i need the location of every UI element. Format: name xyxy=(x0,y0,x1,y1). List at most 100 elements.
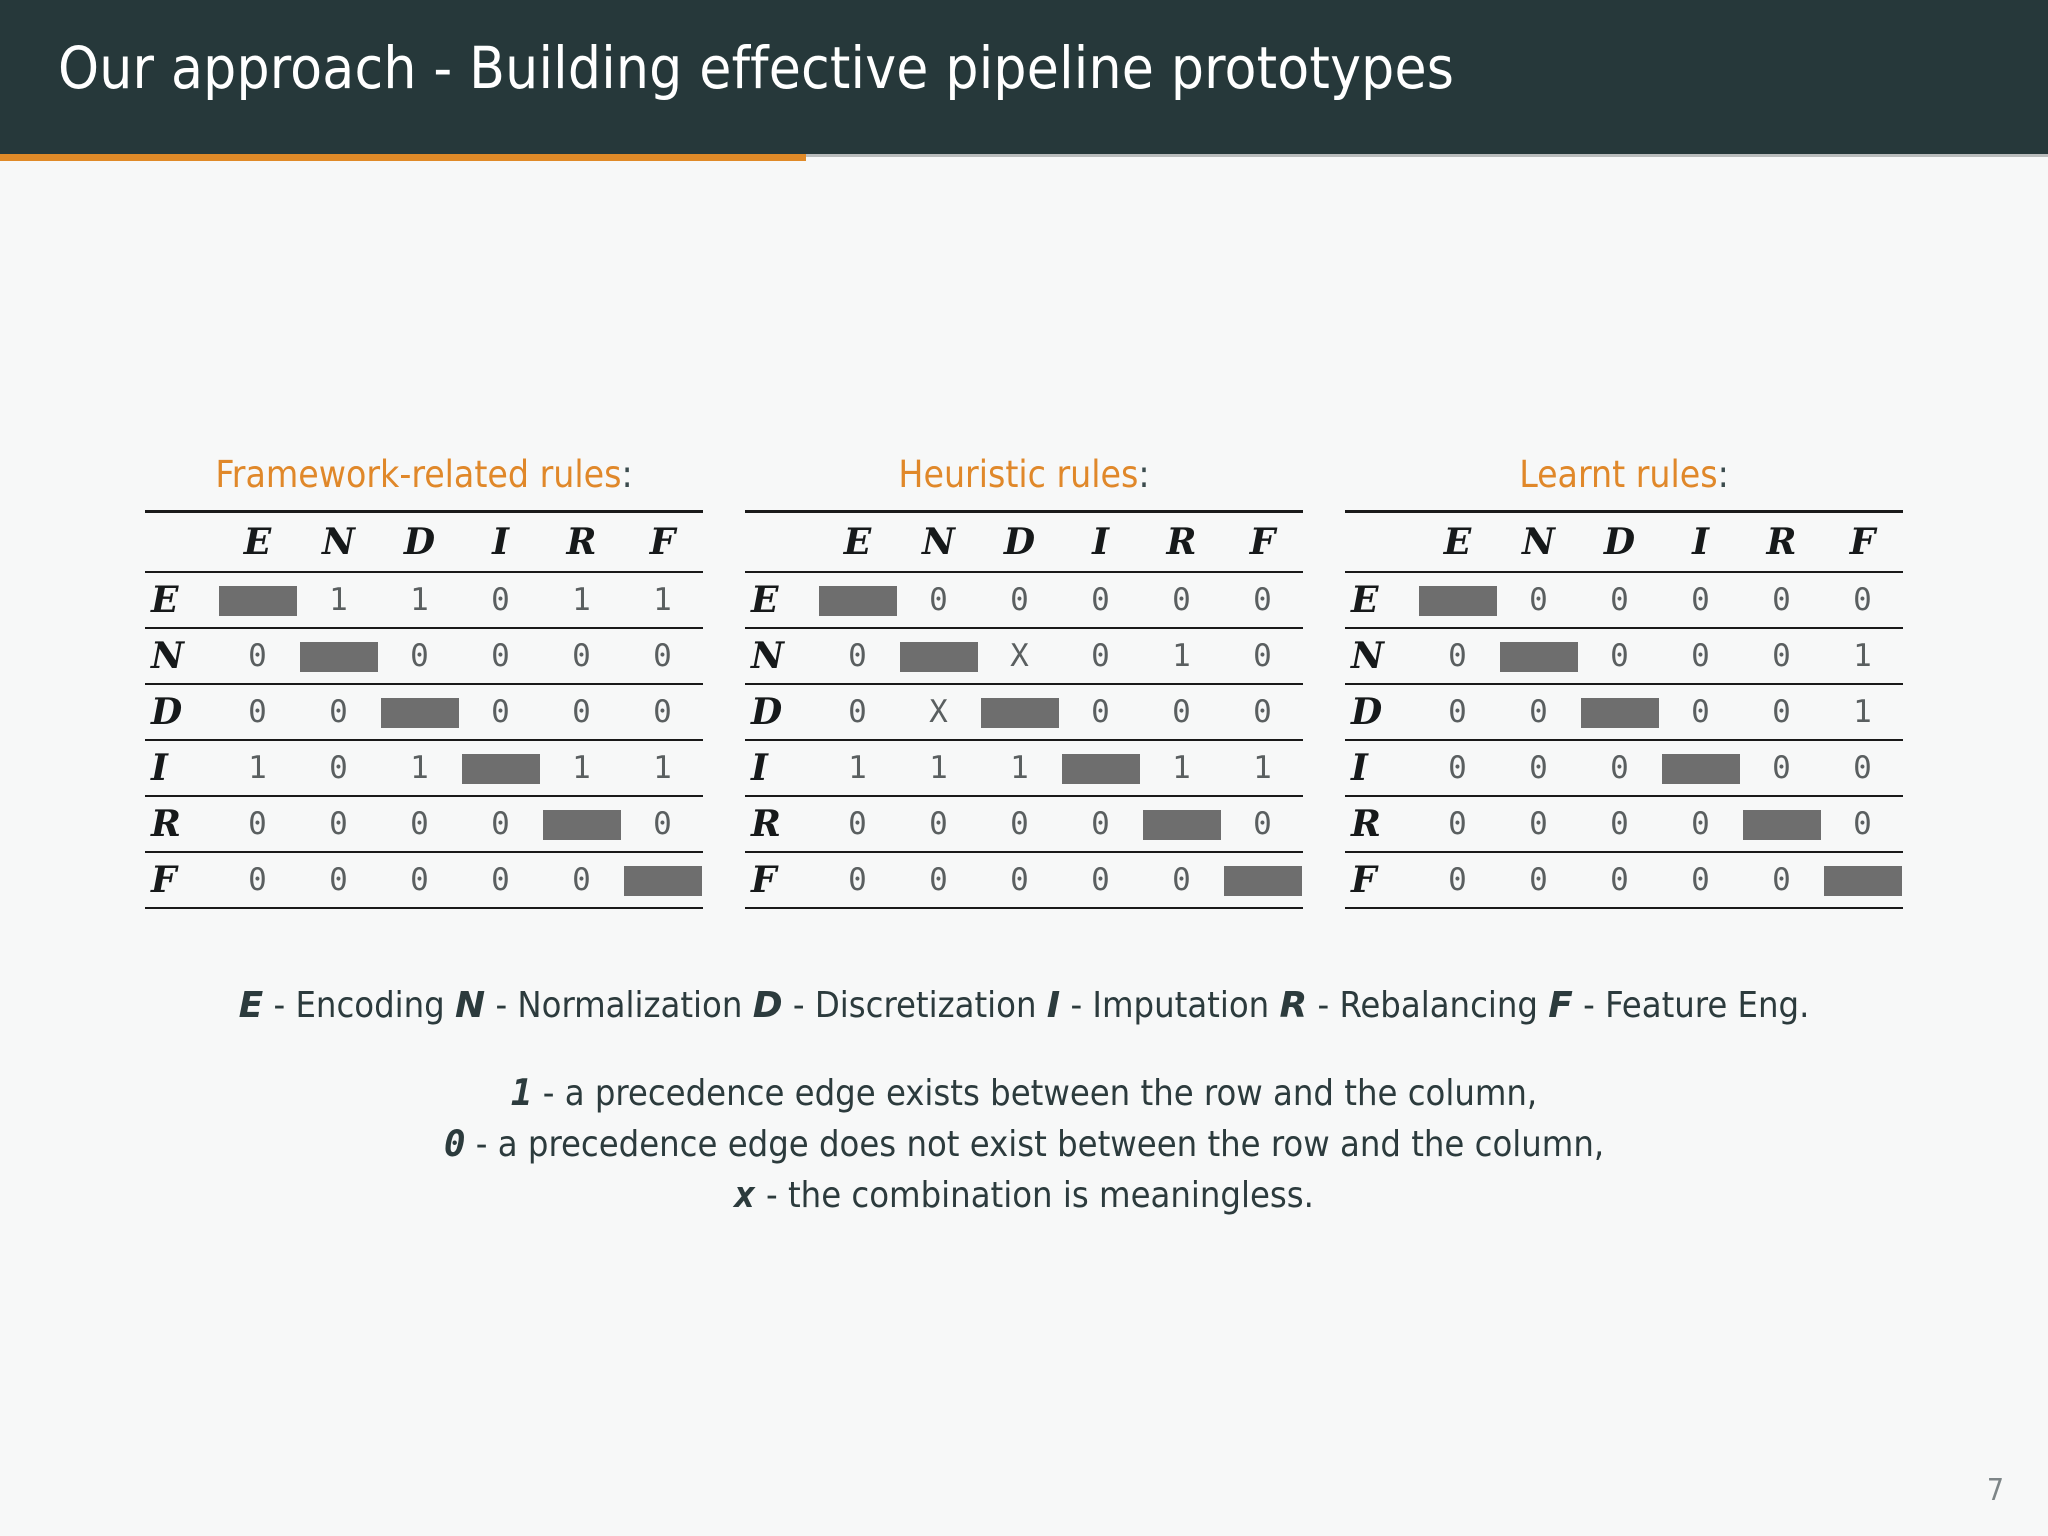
rule-table-caption-text: Framework-related rules xyxy=(215,453,622,496)
legend-abbrev-text: - Rebalancing xyxy=(1307,985,1549,1026)
matrix-row-header: F xyxy=(1345,851,1417,909)
matrix-cell: 0 xyxy=(379,851,460,909)
gray-block-icon xyxy=(379,694,460,730)
rule-table-caption: Heuristic rules: xyxy=(745,453,1303,496)
matrix-cell: 0 xyxy=(1579,795,1660,853)
matrix-row-header: N xyxy=(145,627,217,685)
matrix-diagonal-block xyxy=(1141,795,1222,853)
legend-line-symbol: x xyxy=(734,1175,756,1217)
matrix-column-header: R xyxy=(1741,509,1822,573)
legend-abbrev-symbol: R xyxy=(1279,985,1308,1026)
matrix-column-header: D xyxy=(1579,509,1660,573)
legend-abbrev-text: - Normalization xyxy=(485,985,753,1026)
matrix-cell: 0 xyxy=(298,683,379,741)
matrix-cell: 1 xyxy=(898,739,979,797)
matrix-column-header: N xyxy=(1498,509,1579,573)
rule-table-caption: Learnt rules: xyxy=(1345,453,1903,496)
matrix-cell: 0 xyxy=(379,627,460,685)
matrix-row-header: N xyxy=(745,627,817,685)
legend-line-symbol: 0 xyxy=(443,1124,466,1166)
matrix-diagonal-block xyxy=(817,571,898,629)
legend-abbrev-symbol: D xyxy=(752,985,783,1026)
matrix-row-header: D xyxy=(145,683,217,741)
matrix-column-header: F xyxy=(1222,509,1303,573)
matrix-cell: 0 xyxy=(460,571,541,629)
matrix-diagonal-block xyxy=(379,683,460,741)
rule-table-caption-colon: : xyxy=(1717,453,1729,496)
matrix-row-header: E xyxy=(1345,571,1417,629)
matrix-cell: 1 xyxy=(298,571,379,629)
matrix-cell: 0 xyxy=(1498,795,1579,853)
matrix-cell: 1 xyxy=(817,739,898,797)
matrix-cell: 0 xyxy=(1741,571,1822,629)
matrix-cell: 0 xyxy=(1822,571,1903,629)
matrix-diagonal-block xyxy=(898,627,979,685)
gray-block-icon xyxy=(298,638,379,674)
matrix-row-header: R xyxy=(745,795,817,853)
legend-abbrev-symbol: N xyxy=(455,985,486,1026)
matrix-cell: 0 xyxy=(1417,739,1498,797)
matrix-row-header: E xyxy=(745,571,817,629)
matrix-cell: 0 xyxy=(1417,683,1498,741)
matrix-cell: 0 xyxy=(1660,851,1741,909)
matrix-column-header: F xyxy=(1822,509,1903,573)
matrix-row-header: R xyxy=(1345,795,1417,853)
matrix-cell: 0 xyxy=(1498,571,1579,629)
matrix-cell: 0 xyxy=(298,851,379,909)
matrix-row-header: D xyxy=(1345,683,1417,741)
matrix-cell: 0 xyxy=(1498,851,1579,909)
matrix-cell: 0 xyxy=(1417,627,1498,685)
matrix-row-header: F xyxy=(745,851,817,909)
header-accent-bar xyxy=(0,154,806,161)
matrix-diagonal-block xyxy=(1579,683,1660,741)
matrix-column-header: I xyxy=(460,509,541,573)
matrix-column-header: R xyxy=(541,509,622,573)
matrix-diagonal-block xyxy=(298,627,379,685)
matrix-cell: 0 xyxy=(1660,795,1741,853)
matrix-cell: 0 xyxy=(1222,683,1303,741)
matrix-cell: 1 xyxy=(379,739,460,797)
matrix-cell: 0 xyxy=(898,795,979,853)
matrix-row-header: F xyxy=(145,851,217,909)
matrix-cell: 0 xyxy=(541,627,622,685)
rule-table-caption: Framework-related rules: xyxy=(145,453,703,496)
matrix-column-header: F xyxy=(622,509,703,573)
matrix-cell: 0 xyxy=(298,795,379,853)
matrix-column-header: N xyxy=(298,509,379,573)
matrix-cell: 0 xyxy=(1579,739,1660,797)
legend-line: 0 - a precedence edge does not exist bet… xyxy=(0,1119,2048,1170)
matrix-corner-cell xyxy=(1345,509,1417,573)
legend-abbrev-symbol: F xyxy=(1548,985,1573,1026)
matrix-cell: 0 xyxy=(1660,571,1741,629)
legend-line: x - the combination is meaningless. xyxy=(0,1170,2048,1221)
gray-block-icon xyxy=(1141,806,1222,842)
gray-block-icon xyxy=(1660,750,1741,786)
matrix-cell: 0 xyxy=(1060,795,1141,853)
matrix-diagonal-block xyxy=(1660,739,1741,797)
matrix-cell: 0 xyxy=(622,795,703,853)
gray-block-icon xyxy=(460,750,541,786)
matrix-cell: 1 xyxy=(541,739,622,797)
matrix-cell: 0 xyxy=(1417,795,1498,853)
matrix-cell: 0 xyxy=(1141,683,1222,741)
matrix-cell: 0 xyxy=(217,683,298,741)
rule-table-caption-colon: : xyxy=(621,453,633,496)
matrix-cell: 0 xyxy=(1060,571,1141,629)
matrix-cell: 1 xyxy=(217,739,298,797)
legend-line-symbol: 1 xyxy=(510,1073,533,1114)
rule-table-caption-text: Heuristic rules xyxy=(898,453,1139,496)
matrix-column-header: D xyxy=(979,509,1060,573)
matrix-column-header: R xyxy=(1141,509,1222,573)
matrix-cell: 0 xyxy=(1060,683,1141,741)
matrix-cell: 0 xyxy=(1060,627,1141,685)
matrix-cell: 0 xyxy=(622,683,703,741)
